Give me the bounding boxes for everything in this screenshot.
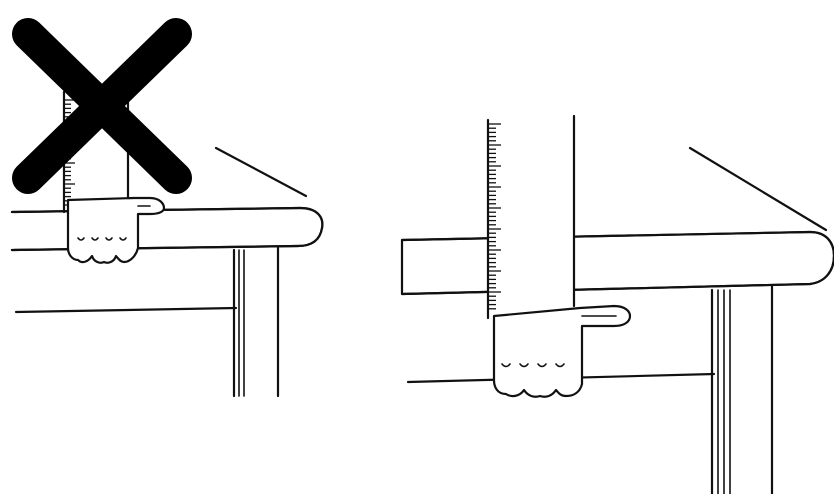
- hand-icon: [492, 304, 632, 398]
- correct-example-panel: [400, 114, 834, 494]
- ruler-icon: [486, 114, 576, 320]
- incorrect-example-panel: [0, 18, 324, 398]
- ruler-tick-marks: [488, 123, 501, 310]
- hand-icon: [66, 196, 166, 264]
- cross-mark-icon: [12, 18, 192, 194]
